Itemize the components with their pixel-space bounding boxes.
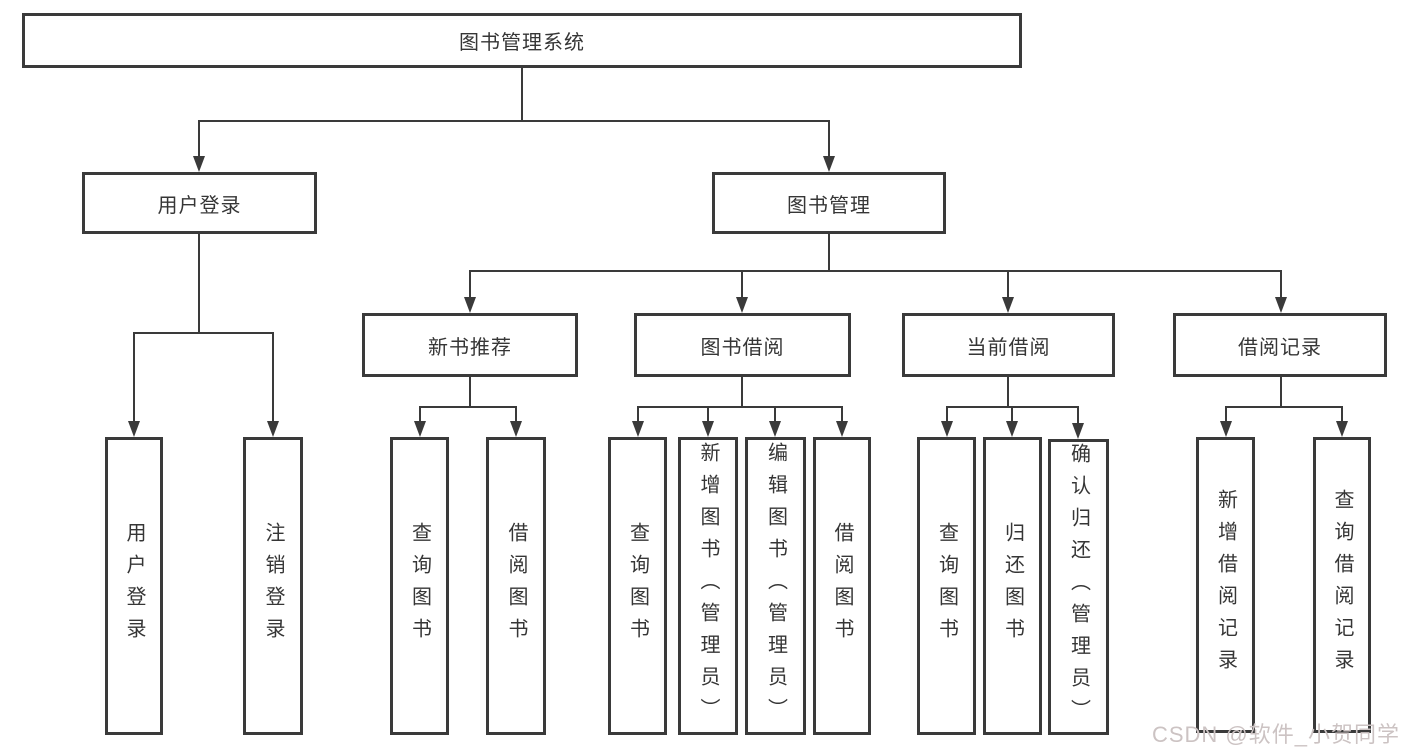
connector-line [198, 234, 200, 334]
leaf-logout-label: 注销登录 [262, 522, 284, 650]
leaf-return-books: 归还图书 [983, 437, 1042, 735]
connector-line [419, 406, 421, 423]
connector-line [469, 377, 471, 408]
arrowhead-icon [632, 421, 644, 437]
arrowhead-icon [736, 297, 748, 313]
leaf-user-login-label: 用户登录 [123, 522, 145, 650]
leaf-user-login: 用户登录 [105, 437, 163, 735]
connector-line [741, 270, 743, 299]
connector-line [741, 377, 743, 408]
leaf-logout: 注销登录 [243, 437, 303, 735]
arrowhead-icon [769, 421, 781, 437]
arrowhead-icon [1002, 297, 1014, 313]
leaf-current-query-books: 查询图书 [917, 437, 976, 735]
leaf-borrow-query-books-label: 查询图书 [626, 522, 649, 650]
connector-line [828, 234, 830, 272]
connector-line [469, 270, 1282, 272]
node-user-login-label: 用户登录 [157, 194, 242, 217]
arrowhead-icon [1275, 297, 1287, 313]
arrowhead-icon [1336, 421, 1348, 437]
node-borrow-records-label: 借阅记录 [1238, 336, 1322, 359]
connector-line [272, 332, 274, 423]
node-book-management-label: 图书管理 [787, 194, 871, 217]
connector-line [133, 332, 274, 334]
csdn-watermark: CSDN @软件_小贺同学 [1151, 722, 1400, 747]
node-book-borrow: 图书借阅 [634, 313, 851, 377]
arrowhead-icon [1006, 421, 1018, 437]
connector-line [946, 406, 948, 423]
leaf-borrow-books: 借阅图书 [813, 437, 871, 735]
connector-line [198, 120, 200, 158]
arrowhead-icon [836, 421, 848, 437]
connector-line [1077, 406, 1079, 423]
connector-line [1280, 377, 1282, 408]
connector-line [198, 120, 830, 122]
connector-line [1225, 406, 1227, 423]
leaf-edit-books-admin-label: 编辑图书（管理员） [764, 442, 787, 730]
connector-line [637, 406, 843, 408]
node-book-management: 图书管理 [712, 172, 946, 234]
arrowhead-icon [510, 421, 522, 437]
leaf-return-books-label: 归还图书 [1001, 522, 1024, 650]
leaf-current-query-books-label: 查询图书 [935, 522, 958, 650]
leaf-recommend-borrow-books: 借阅图书 [486, 437, 546, 735]
leaf-confirm-return-admin: 确认归还（管理员） [1048, 439, 1109, 735]
leaf-recommend-borrow-books-label: 借阅图书 [505, 522, 527, 650]
connector-line [469, 270, 471, 299]
connector-line [1280, 270, 1282, 299]
arrowhead-icon [267, 421, 279, 437]
connector-line [521, 68, 523, 122]
node-book-borrow-label: 图书借阅 [700, 336, 785, 359]
leaf-recommend-query-books: 查询图书 [390, 437, 449, 735]
arrowhead-icon [1220, 421, 1232, 437]
arrowhead-icon [702, 421, 714, 437]
leaf-edit-books-admin: 编辑图书（管理员） [745, 437, 806, 735]
connector-line [419, 406, 517, 408]
leaf-borrow-books-label: 借阅图书 [831, 522, 853, 650]
arrowhead-icon [464, 297, 476, 313]
node-current-borrow-label: 当前借阅 [966, 336, 1051, 359]
arrowhead-icon [414, 421, 426, 437]
leaf-add-books-admin-label: 新增图书（管理员） [697, 442, 719, 730]
node-new-book-recommend-label: 新书推荐 [428, 336, 512, 359]
node-user-login: 用户登录 [82, 172, 317, 234]
connector-line [828, 120, 830, 158]
leaf-add-books-admin: 新增图书（管理员） [678, 437, 738, 735]
arrowhead-icon [1072, 423, 1084, 439]
arrowhead-icon [193, 156, 205, 172]
leaf-add-borrow-record: 新增借阅记录 [1196, 437, 1255, 733]
leaf-borrow-query-books: 查询图书 [608, 437, 667, 735]
connector-line [1225, 406, 1343, 408]
node-new-book-recommend: 新书推荐 [362, 313, 578, 377]
leaf-confirm-return-admin-label: 确认归还（管理员） [1067, 443, 1090, 731]
node-root: 图书管理系统 [22, 13, 1022, 68]
node-root-label: 图书管理系统 [459, 32, 585, 54]
connector-line [1341, 406, 1343, 423]
connector-line [841, 406, 843, 423]
connector-line [707, 406, 709, 423]
arrowhead-icon [823, 156, 835, 172]
leaf-query-borrow-record: 查询借阅记录 [1313, 437, 1371, 733]
connector-line [1007, 270, 1009, 299]
arrowhead-icon [128, 421, 140, 437]
leaf-query-borrow-record-label: 查询借阅记录 [1331, 489, 1353, 681]
node-current-borrow: 当前借阅 [902, 313, 1115, 377]
connector-line [774, 406, 776, 423]
connector-line [1011, 406, 1013, 423]
connector-line [1007, 377, 1009, 408]
node-borrow-records: 借阅记录 [1173, 313, 1387, 377]
connector-line [637, 406, 639, 423]
connector-line [515, 406, 517, 423]
arrowhead-icon [941, 421, 953, 437]
leaf-add-borrow-record-label: 新增借阅记录 [1214, 489, 1237, 681]
connector-line [133, 332, 135, 423]
leaf-recommend-query-books-label: 查询图书 [408, 522, 431, 650]
